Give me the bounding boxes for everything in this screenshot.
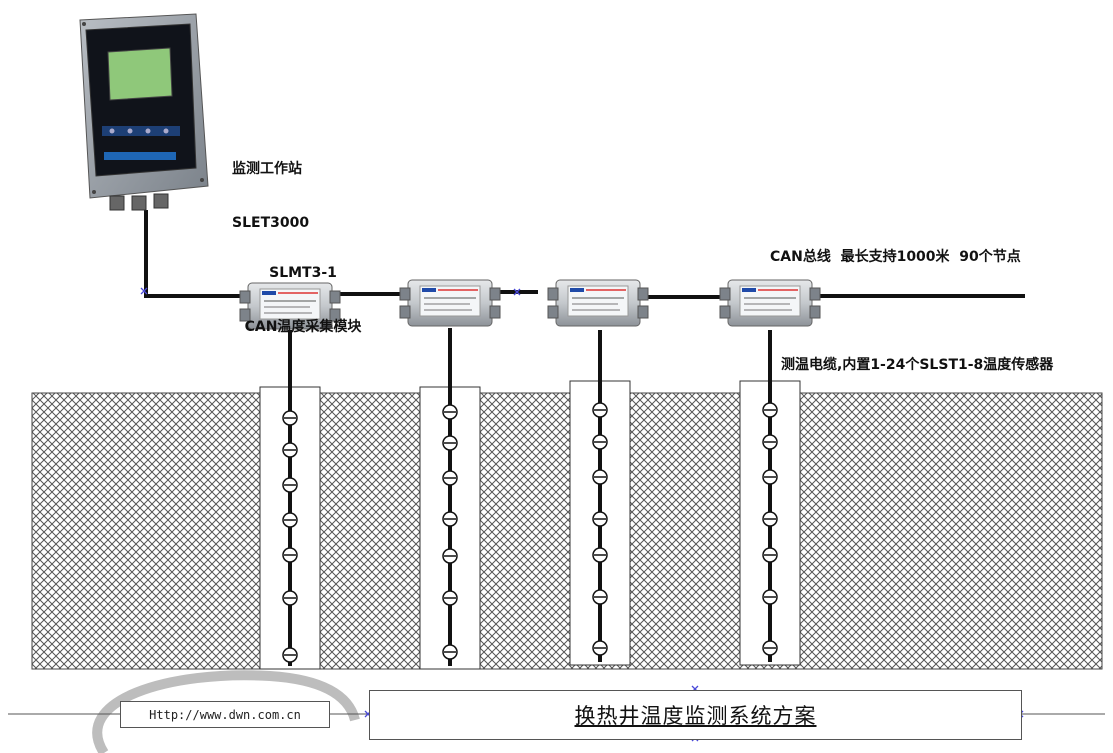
- sensor-icon: [762, 511, 778, 527]
- can-module-2: [399, 279, 501, 327]
- workstation-device: [79, 13, 209, 211]
- sensor-icon: [762, 640, 778, 656]
- sensors-borehole-4: [762, 402, 778, 656]
- workstation-name: 监测工作站: [232, 161, 302, 177]
- module-name: CAN温度采集模块: [244, 319, 362, 335]
- sensor-icon: [592, 434, 608, 450]
- workstation-model: SLET3000: [232, 215, 310, 231]
- sensor-icon: [762, 402, 778, 418]
- can-module-1: [239, 282, 341, 330]
- sensor-icon: [442, 435, 458, 451]
- website-url: Http://www.dwn.com.cn: [120, 701, 330, 728]
- sensor-icon: [282, 590, 298, 606]
- can-module-3: [547, 279, 649, 327]
- bus-label: CAN总线 最长支持1000米 90个节点: [770, 249, 1021, 265]
- sensor-icon: [442, 644, 458, 660]
- sensor-icon: [442, 590, 458, 606]
- sensor-icon: [762, 469, 778, 485]
- sensor-icon: [282, 512, 298, 528]
- sensor-icon: [282, 547, 298, 563]
- sensor-icon: [762, 547, 778, 563]
- sensor-icon: [592, 547, 608, 563]
- ground-area: [31, 392, 1103, 670]
- sensor-icon: [592, 511, 608, 527]
- sensor-icon: [762, 589, 778, 605]
- sensor-icon: [282, 647, 298, 663]
- diagram-title: 换热井温度监测系统方案: [574, 704, 817, 728]
- sensor-icon: [442, 404, 458, 420]
- cable-label: 测温电缆,内置1-24个SLST1-8温度传感器: [781, 357, 1054, 373]
- module-label: SLMT3-1 CAN温度采集模块: [208, 228, 398, 354]
- workstation-label: 监测工作站 SLET3000: [232, 124, 309, 250]
- can-module-4: [719, 279, 821, 327]
- sensor-icon: [762, 434, 778, 450]
- sensor-icon: [592, 640, 608, 656]
- module-model: SLMT3-1: [269, 265, 337, 281]
- decorative-arc: [92, 670, 360, 753]
- sensor-icon: [282, 410, 298, 426]
- sensor-icon: [282, 477, 298, 493]
- junction-marker-icon: [513, 288, 521, 296]
- sensors-borehole-3: [592, 402, 608, 656]
- sensor-icon: [442, 511, 458, 527]
- sensor-icon: [442, 470, 458, 486]
- sensor-icon: [592, 402, 608, 418]
- sensor-icon: [282, 442, 298, 458]
- junction-marker-icon: [140, 287, 148, 295]
- sensor-icon: [442, 548, 458, 564]
- sensor-icon: [592, 469, 608, 485]
- diagram-title-box: 换热井温度监测系统方案: [369, 690, 1022, 740]
- sensor-icon: [592, 589, 608, 605]
- temperature-cables: [288, 328, 772, 666]
- can-bus-line: [144, 290, 1025, 299]
- sensors-borehole-2: [442, 404, 458, 660]
- sensors-borehole-1: [282, 410, 298, 663]
